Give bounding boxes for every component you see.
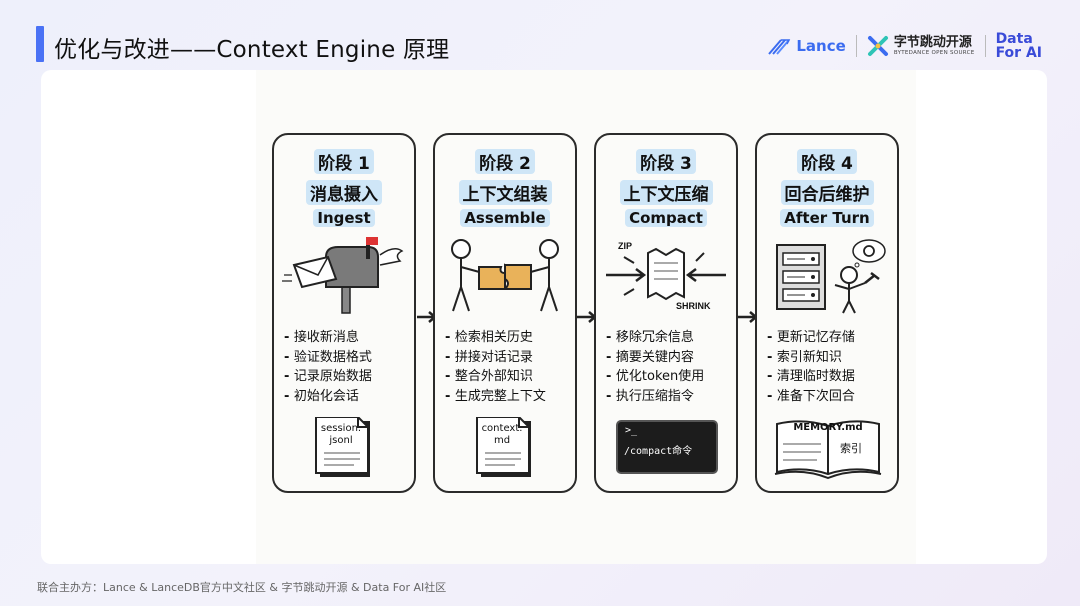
terminal-command: /compact命令 — [624, 446, 693, 457]
footer-credits: 联合主办方：Lance & LanceDB官方中文社区 & 字节跳动开源 & D… — [37, 581, 447, 594]
list-item: 优化token使用 — [606, 367, 704, 387]
server-maintenance-icon — [776, 239, 886, 314]
bytedance-logo-subtext: BYTEDANCE OPEN SOURCE — [893, 49, 975, 56]
list-item: 初始化会话 — [284, 387, 372, 407]
stage-number: 阶段 2 — [475, 149, 535, 174]
terminal-prompt: >_ — [625, 425, 638, 436]
mailbox-icon — [282, 237, 404, 314]
list-item: 移除冗余信息 — [606, 328, 704, 348]
logo-divider — [855, 35, 857, 57]
puzzle-people-icon — [451, 239, 559, 312]
title-accent-bar — [36, 26, 44, 62]
stage-name-en: After Turn — [780, 209, 874, 227]
document-filename: context. md — [481, 423, 523, 446]
document-icon: context. md — [475, 416, 535, 479]
stage-3-card: 阶段 3 上下文压缩 Compact ZIP SHRINK 移除冗余信息 摘要关… — [594, 133, 738, 493]
stage-name-cn: 上下文压缩 — [619, 180, 713, 205]
list-item: 接收新消息 — [284, 328, 372, 348]
task-list: 移除冗余信息 摘要关键内容 优化token使用 执行压缩指令 — [606, 328, 704, 406]
stage-name-en: Assemble — [460, 209, 550, 227]
lance-logo: Lance — [767, 36, 846, 56]
list-item: 验证数据格式 — [284, 348, 372, 368]
document-icon: session. jsonl — [314, 416, 374, 479]
dataforai-logo: Data For AI — [996, 32, 1042, 60]
lance-logo-text: Lance — [796, 37, 846, 55]
stage-4-card: 阶段 4 回合后维护 After Turn 更新记忆存储 索引新知识 — [755, 133, 899, 493]
list-item: 检索相关历史 — [445, 328, 546, 348]
stage-name-cn: 回合后维护 — [780, 180, 874, 205]
dataforai-logo-line1: Data — [995, 31, 1033, 47]
dataforai-logo-line2: For AI — [995, 45, 1042, 61]
logo-strip: Lance 字节跳动开源 BYTEDANCE OPEN SOURCE Data … — [767, 30, 1042, 62]
book-title: MEMORY.md — [793, 422, 863, 433]
list-item: 拼接对话记录 — [445, 348, 546, 368]
list-item: 摘要关键内容 — [606, 348, 704, 368]
bytedance-open-source-icon — [867, 36, 888, 56]
task-list: 检索相关历史 拼接对话记录 整合外部知识 生成完整上下文 — [445, 328, 546, 406]
shrink-label: SHRINK — [676, 301, 711, 311]
open-book-icon: MEMORY.md 索引 — [773, 416, 883, 480]
list-item: 清理临时数据 — [767, 367, 855, 387]
stage-name-cn: 上下文组装 — [458, 180, 552, 205]
stage-number: 阶段 4 — [797, 149, 857, 174]
document-filename: session. jsonl — [320, 423, 362, 446]
stage-1-card: 阶段 1 消息摄入 Ingest 接收新消息 验证数据格式 记录原始数据 初始化… — [272, 133, 416, 493]
page-title: 优化与改进——Context Engine 原理 — [54, 37, 450, 63]
bytedance-logo-text: 字节跳动开源 — [893, 34, 972, 50]
stage-name-en: Ingest — [313, 209, 375, 227]
stage-number: 阶段 3 — [636, 149, 696, 174]
list-item: 执行压缩指令 — [606, 387, 704, 407]
task-list: 更新记忆存储 索引新知识 清理临时数据 准备下次回合 — [767, 328, 855, 406]
stage-name-cn: 消息摄入 — [306, 180, 382, 205]
book-subtitle: 索引 — [840, 442, 862, 455]
content-card: 阶段 1 消息摄入 Ingest 接收新消息 验证数据格式 记录原始数据 初始化… — [41, 70, 1047, 564]
list-item: 记录原始数据 — [284, 367, 372, 387]
pipeline-diagram: 阶段 1 消息摄入 Ingest 接收新消息 验证数据格式 记录原始数据 初始化… — [256, 70, 916, 564]
task-list: 接收新消息 验证数据格式 记录原始数据 初始化会话 — [284, 328, 372, 406]
stage-2-card: 阶段 2 上下文组装 Assemble 检索相关历史 拼接对话记录 整合外部知识… — [433, 133, 577, 493]
list-item: 整合外部知识 — [445, 367, 546, 387]
compress-paper-icon: ZIP SHRINK — [606, 241, 726, 311]
list-item: 生成完整上下文 — [445, 387, 546, 407]
list-item: 准备下次回合 — [767, 387, 855, 407]
bytedance-logo: 字节跳动开源 BYTEDANCE OPEN SOURCE — [867, 35, 975, 57]
stage-number: 阶段 1 — [314, 149, 374, 174]
list-item: 更新记忆存储 — [767, 328, 855, 348]
logo-divider — [984, 35, 986, 57]
stage-name-en: Compact — [625, 209, 707, 227]
list-item: 索引新知识 — [767, 348, 855, 368]
lance-logo-icon — [768, 39, 791, 55]
zip-label: ZIP — [618, 241, 632, 251]
terminal-window: >_ /compact命令 — [616, 420, 718, 474]
